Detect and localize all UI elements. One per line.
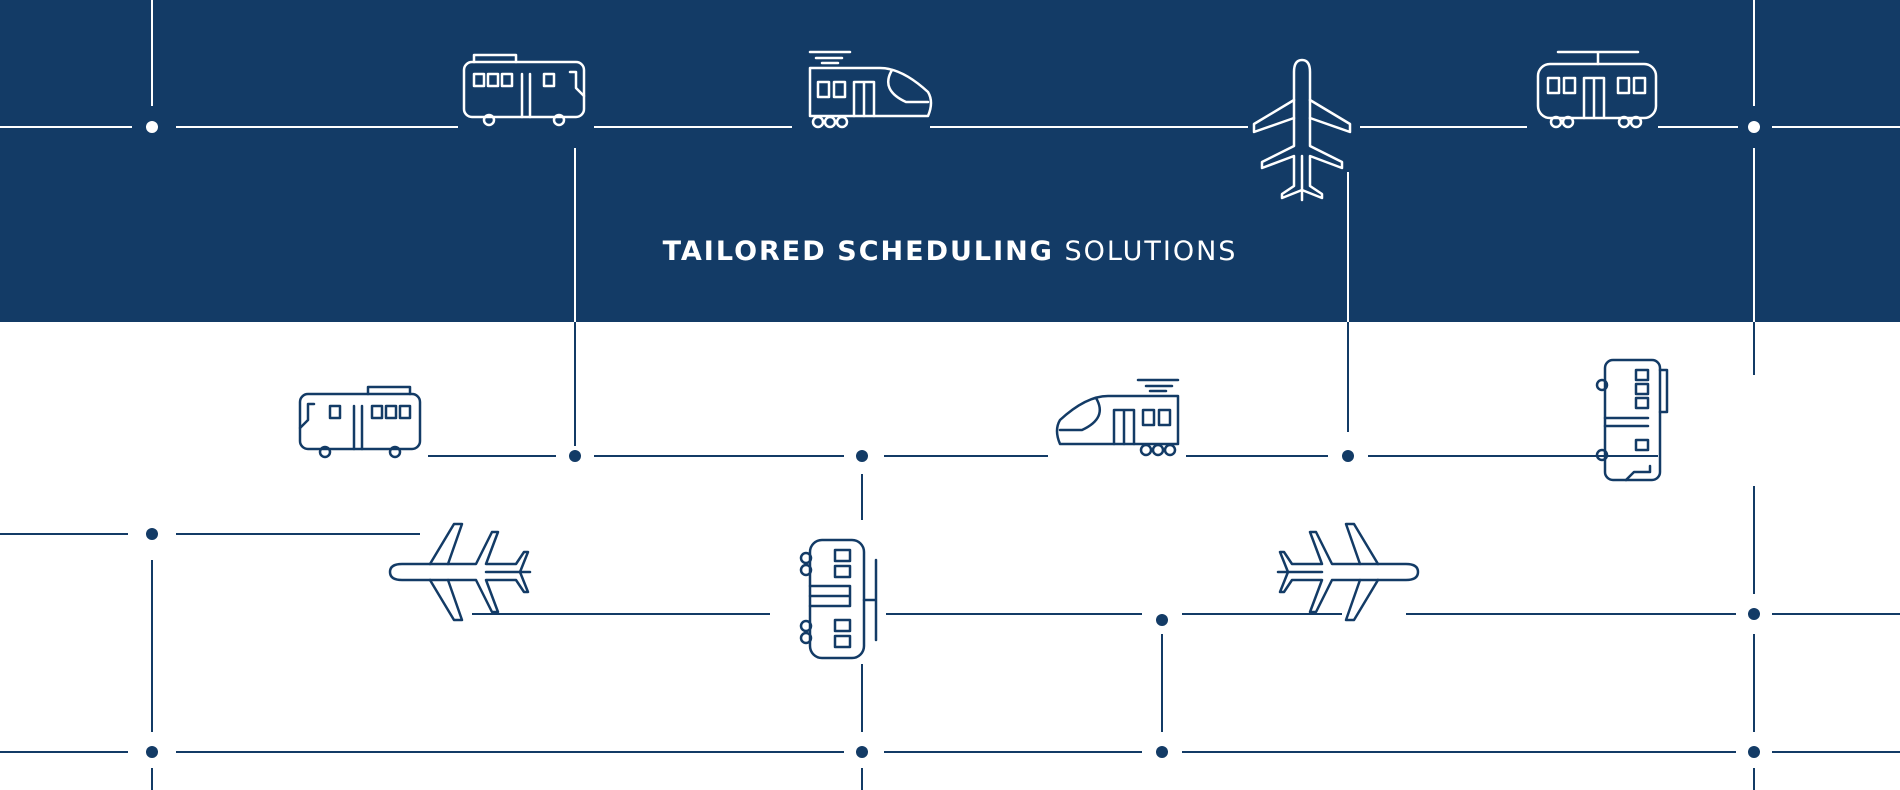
route-lines-top (0, 0, 1900, 322)
headline-tailored: TAILORED (662, 236, 827, 267)
tram-icon (799, 538, 878, 660)
headline-scheduling: SCHEDULING (837, 236, 1054, 267)
train-icon (1055, 378, 1180, 457)
navy-band (0, 0, 1900, 322)
route-dots-top (146, 121, 1760, 133)
airplane-icon (388, 522, 532, 622)
headline-solutions: SOLUTIONS (1064, 236, 1238, 267)
route-dots-bottom (146, 450, 1760, 758)
bus-icon (298, 385, 422, 459)
bus-icon (1595, 358, 1669, 482)
route-lines-bottom (0, 322, 1900, 790)
airplane-icon (1276, 522, 1420, 622)
headline: TAILORED SCHEDULING SOLUTIONS (0, 236, 1900, 267)
